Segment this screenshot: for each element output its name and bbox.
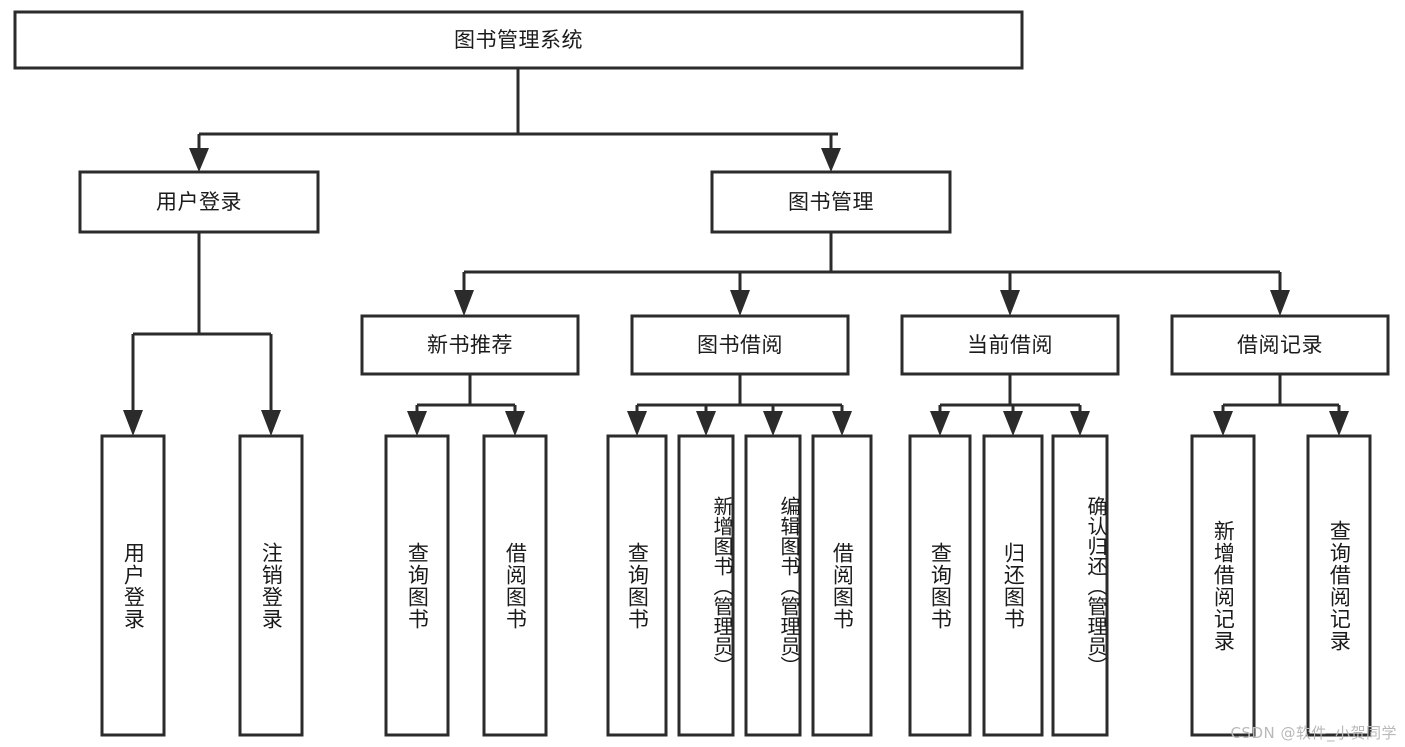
node-box-leaf-query-book-2[interactable] [606, 434, 668, 737]
node-box-root[interactable] [13, 10, 1024, 70]
node-box-leaf-user-logout[interactable] [238, 434, 304, 737]
connector-userlogin-to-leaves [123, 232, 281, 436]
node-box-book-manage[interactable] [710, 170, 952, 234]
node-box-new-book-recommend[interactable] [360, 314, 580, 376]
node-box-leaf-query-book-3[interactable] [908, 434, 972, 737]
node-box-book-borrow[interactable] [630, 314, 850, 376]
node-box-leaf-confirm-return[interactable] [1051, 434, 1109, 737]
node-box-current-borrow[interactable] [900, 314, 1120, 376]
node-box-leaf-query-record[interactable] [1306, 434, 1372, 737]
node-box-borrow-record[interactable] [1170, 314, 1390, 376]
node-box-leaf-borrow-book-1[interactable] [482, 434, 548, 737]
connector-currentborrow-to-leaves [930, 374, 1090, 436]
connector-newbook-to-leaves [407, 374, 525, 436]
connector-borrowrecord-to-leaves [1213, 374, 1349, 436]
node-box-leaf-add-record[interactable] [1190, 434, 1256, 737]
node-box-leaf-return-book[interactable] [982, 434, 1044, 737]
node-box-leaf-query-book-1[interactable] [384, 434, 450, 737]
node-box-leaf-borrow-book-2[interactable] [811, 434, 873, 737]
connector-root-to-level2 [189, 68, 841, 172]
connector-bookmanage-to-level3 [454, 232, 1290, 316]
node-box-leaf-user-login[interactable] [100, 434, 166, 737]
node-box-leaf-edit-book[interactable] [744, 434, 802, 737]
node-box-user-login[interactable] [78, 170, 320, 234]
node-box-leaf-add-book[interactable] [677, 434, 735, 737]
connector-bookborrow-to-leaves [627, 374, 852, 436]
